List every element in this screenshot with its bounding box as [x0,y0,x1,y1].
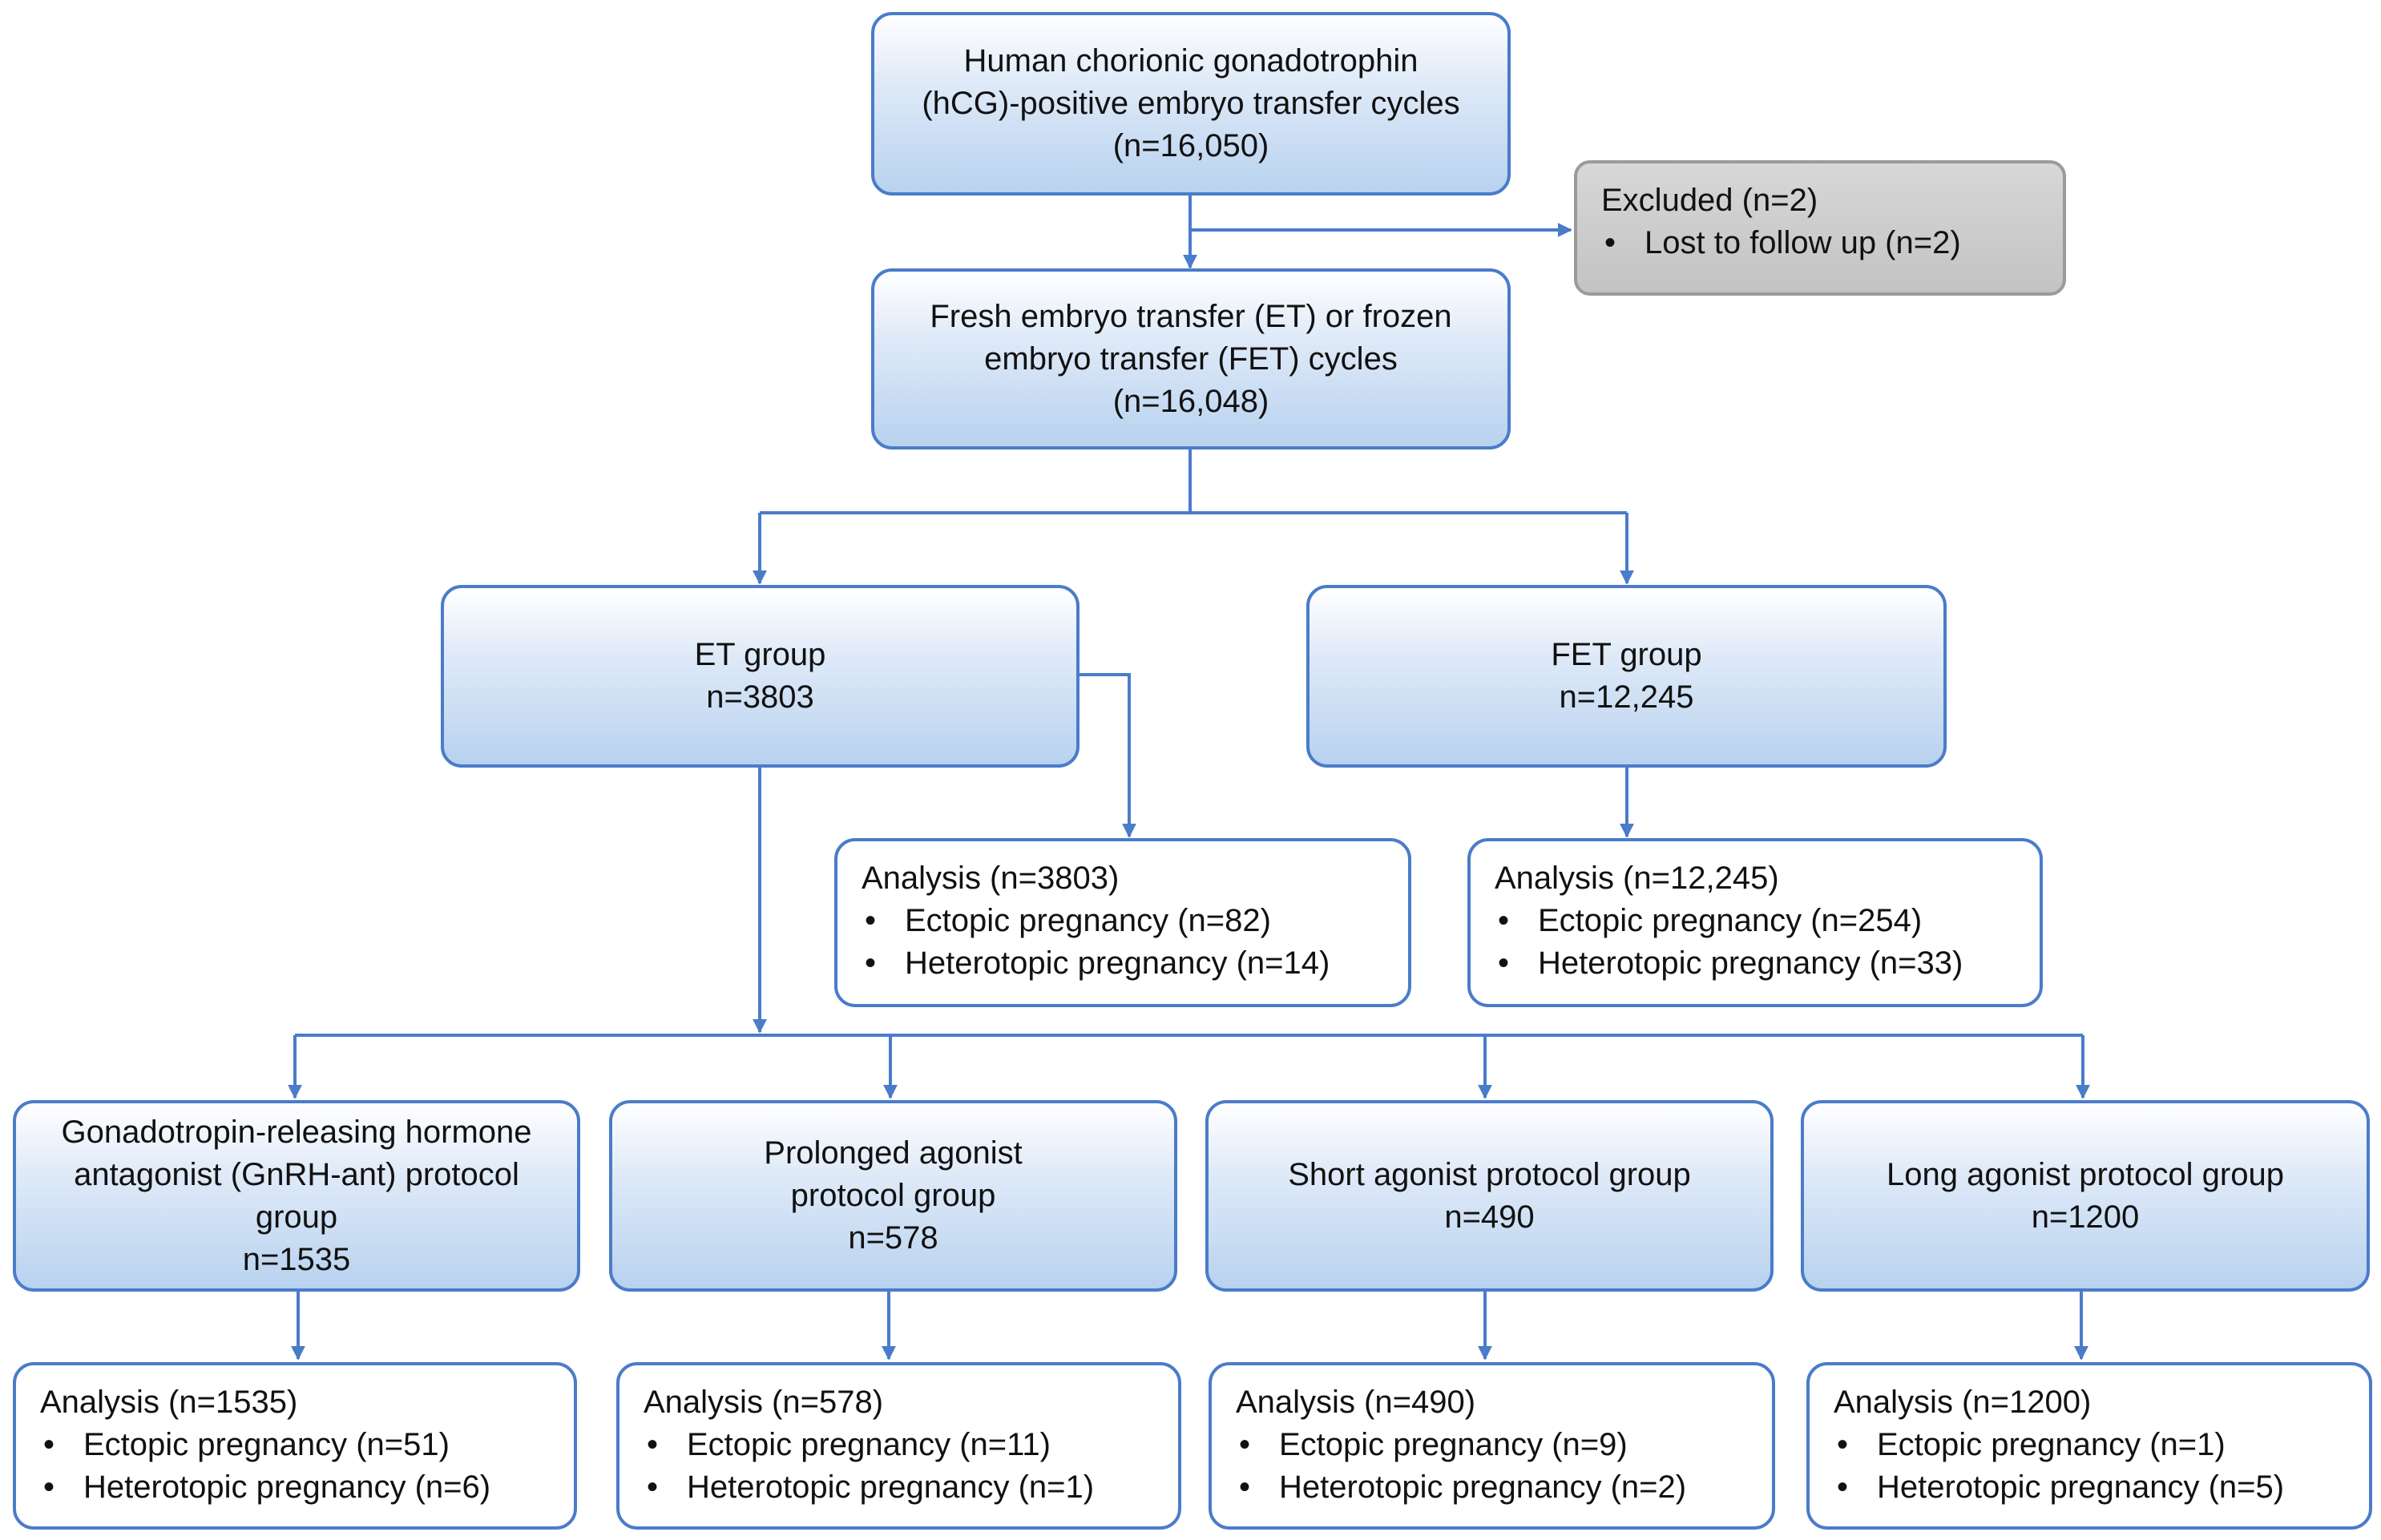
analysis-item-text: Ectopic pregnancy (n=82) [905,903,1271,938]
analysis-item: • Ectopic pregnancy (n=51) [40,1424,574,1466]
et-analysis-box: Analysis (n=3803) • Ectopic pregnancy (n… [834,838,1411,1007]
box-line: n=490 [1444,1199,1535,1235]
bullet-icon: • [43,1427,55,1462]
bullet-icon: • [865,903,877,938]
hcg-positive-cycles-box: Human chorionic gonadotrophin (hCG)-posi… [871,12,1511,196]
analysis-item-text: Heterotopic pregnancy (n=5) [1877,1469,2285,1505]
box-line: n=3803 [706,679,814,715]
excluded-item-text: Lost to follow up (n=2) [1645,225,1961,260]
analysis-item-text: Ectopic pregnancy (n=11) [687,1427,1051,1462]
box-line: group [255,1199,338,1235]
box-line: n=578 [848,1220,938,1256]
bullet-icon: • [1498,945,1510,981]
analysis-item-text: Heterotopic pregnancy (n=33) [1538,945,1963,981]
analysis-item: • Heterotopic pregnancy (n=14) [862,942,1408,985]
analysis-item: • Ectopic pregnancy (n=254) [1495,900,2040,942]
bullet-icon: • [647,1469,659,1505]
excluded-title: Excluded (n=2) [1601,183,1818,218]
box-line: Short agonist protocol group [1288,1156,1691,1192]
protocol-long-agonist-box: Long agonist protocol group n=1200 [1801,1100,2370,1292]
analysis-item: • Ectopic pregnancy (n=1) [1834,1424,2369,1466]
box-line: FET group [1551,637,1702,672]
box-line: protocol group [790,1178,996,1213]
analysis-item-text: Heterotopic pregnancy (n=1) [687,1469,1095,1505]
protocol-3-analysis-box: Analysis (n=490) • Ectopic pregnancy (n=… [1209,1362,1775,1530]
bullet-icon: • [1498,903,1510,938]
box-line: embryo transfer (FET) cycles [984,341,1398,377]
box-line: ET group [694,637,826,672]
analysis-title: Analysis (n=578) [644,1385,884,1420]
box-line: n=12,245 [1559,679,1694,715]
bullet-icon: • [865,945,877,981]
bullet-icon: • [1239,1469,1251,1505]
fet-analysis-box: Analysis (n=12,245) • Ectopic pregnancy … [1467,838,2043,1007]
box-line: Human chorionic gonadotrophin [963,43,1419,79]
bullet-icon: • [43,1469,55,1505]
protocol-4-analysis-box: Analysis (n=1200) • Ectopic pregnancy (n… [1806,1362,2372,1530]
bullet-icon: • [1239,1427,1251,1462]
analysis-item: • Ectopic pregnancy (n=82) [862,900,1408,942]
box-line: n=1535 [242,1241,351,1277]
box-line: antagonist (GnRH-ant) protocol [74,1156,519,1192]
analysis-item: • Ectopic pregnancy (n=9) [1236,1424,1772,1466]
analysis-item-text: Ectopic pregnancy (n=9) [1279,1427,1628,1462]
excluded-box: Excluded (n=2) • Lost to follow up (n=2) [1574,160,2066,296]
protocol-prolonged-agonist-box: Prolonged agonist protocol group n=578 [609,1100,1177,1292]
protocol-1-analysis-box: Analysis (n=1535) • Ectopic pregnancy (n… [13,1362,577,1530]
analysis-title: Analysis (n=3803) [862,861,1120,896]
analysis-title: Analysis (n=12,245) [1495,861,1779,896]
protocol-2-analysis-box: Analysis (n=578) • Ectopic pregnancy (n=… [616,1362,1181,1530]
analysis-item: • Heterotopic pregnancy (n=6) [40,1466,574,1509]
connector-et-to-analysis [1080,673,1136,838]
bullet-icon: • [1837,1469,1849,1505]
bullet-icon: • [1604,225,1616,260]
transfer-cycles-box: Fresh embryo transfer (ET) or frozen emb… [871,268,1511,450]
analysis-item: • Heterotopic pregnancy (n=33) [1495,942,2040,985]
box-line: (hCG)-positive embryo transfer cycles [922,86,1460,121]
analysis-item-text: Ectopic pregnancy (n=1) [1877,1427,2226,1462]
box-line: Prolonged agonist [764,1135,1023,1171]
protocol-gnrh-antagonist-box: Gonadotropin-releasing hormone antagonis… [13,1100,580,1292]
bullet-icon: • [1837,1427,1849,1462]
box-line: Fresh embryo transfer (ET) or frozen [930,298,1452,334]
analysis-title: Analysis (n=1535) [40,1385,298,1420]
analysis-item-text: Heterotopic pregnancy (n=6) [83,1469,491,1505]
analysis-item: • Ectopic pregnancy (n=11) [644,1424,1178,1466]
analysis-item: • Heterotopic pregnancy (n=2) [1236,1466,1772,1509]
analysis-item-text: Ectopic pregnancy (n=51) [83,1427,450,1462]
excluded-item: • Lost to follow up (n=2) [1601,222,2063,264]
box-line: Gonadotropin-releasing hormone [61,1114,532,1150]
et-group-box: ET group n=3803 [441,585,1080,768]
analysis-item: • Heterotopic pregnancy (n=1) [644,1466,1178,1509]
analysis-title: Analysis (n=490) [1236,1385,1476,1420]
box-line: (n=16,048) [1112,383,1269,419]
fet-group-box: FET group n=12,245 [1306,585,1947,768]
box-line: (n=16,050) [1112,128,1269,163]
analysis-item-text: Ectopic pregnancy (n=254) [1538,903,1923,938]
box-line: n=1200 [2031,1199,2140,1235]
analysis-item: • Heterotopic pregnancy (n=5) [1834,1466,2369,1509]
analysis-item-text: Heterotopic pregnancy (n=2) [1279,1469,1687,1505]
analysis-title: Analysis (n=1200) [1834,1385,2092,1420]
box-line: Long agonist protocol group [1887,1156,2284,1192]
protocol-short-agonist-box: Short agonist protocol group n=490 [1205,1100,1774,1292]
bullet-icon: • [647,1427,659,1462]
analysis-item-text: Heterotopic pregnancy (n=14) [905,945,1330,981]
